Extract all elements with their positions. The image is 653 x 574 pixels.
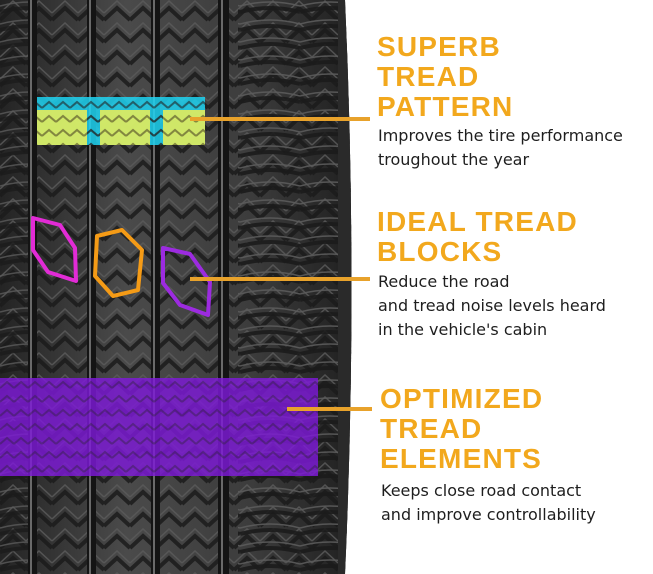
leader-line-3 <box>287 407 372 411</box>
tire-body <box>0 0 352 574</box>
feature-description-superb-tread-pattern: Improves the tire performance troughout … <box>378 124 623 172</box>
heading-line: BLOCKS <box>377 236 503 267</box>
feature-heading-ideal-tread-blocks: IDEAL TREAD BLOCKS <box>377 207 578 267</box>
leader-line-1 <box>190 117 370 121</box>
heading-line: OPTIMIZED <box>380 383 544 414</box>
description-line: Keeps close road contact <box>381 481 582 500</box>
cyan-yellow-tread-highlight <box>37 97 205 145</box>
description-line: Improves the tire performance <box>378 126 623 145</box>
heading-line: TREAD <box>377 61 480 92</box>
heading-line: IDEAL TREAD <box>377 206 578 237</box>
outlined-tread-block-highlight <box>31 216 212 317</box>
heading-line: TREAD <box>380 413 483 444</box>
heading-line: PATTERN <box>377 91 514 122</box>
description-line: Reduce the road <box>378 272 510 291</box>
description-line: in the vehicle's cabin <box>378 320 548 339</box>
heading-line: SUPERB <box>377 31 501 62</box>
heading-line: ELEMENTS <box>380 443 543 474</box>
feature-description-ideal-tread-blocks: Reduce the road and tread noise levels h… <box>378 270 606 342</box>
leader-line-2 <box>190 277 370 281</box>
description-line: and improve controllability <box>381 505 596 524</box>
feature-description-optimized-tread-elements: Keeps close road contact and improve con… <box>381 479 596 527</box>
feature-heading-optimized-tread-elements: OPTIMIZED TREAD ELEMENTS <box>380 384 543 474</box>
description-line: and tread noise levels heard <box>378 296 606 315</box>
description-line: troughout the year <box>378 150 530 169</box>
purple-tread-band-highlight <box>0 378 318 476</box>
feature-heading-superb-tread-pattern: SUPERB TREAD PATTERN <box>377 32 513 122</box>
